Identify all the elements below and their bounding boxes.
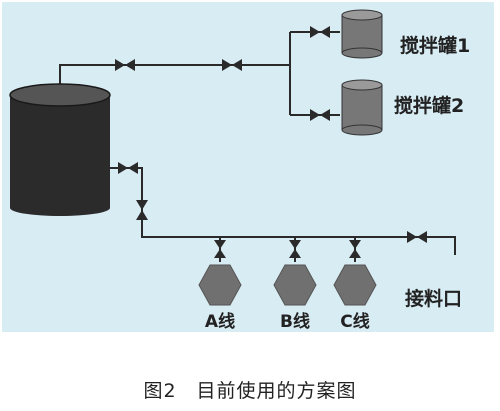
mixer-tank-1 <box>341 9 383 59</box>
valve-mixer-2 <box>310 109 330 121</box>
top-pipe <box>59 64 290 85</box>
hexagon-c <box>333 264 377 306</box>
valve-b <box>289 240 301 258</box>
hexagon-b <box>273 264 317 306</box>
line-a-label: A线 <box>205 311 235 332</box>
mixer-1-label: 搅拌罐1 <box>400 34 470 57</box>
valve-lower-1 <box>118 162 138 174</box>
line-c-label: C线 <box>340 311 369 332</box>
main-tank <box>9 83 111 216</box>
valve-a <box>214 240 226 258</box>
labels: 搅拌罐1 搅拌罐2 A线 B线 C线 接料口 <box>205 34 470 332</box>
valve-top-1 <box>115 59 135 71</box>
valve-outlet <box>407 231 427 243</box>
valves <box>115 26 427 258</box>
valve-top-2 <box>222 59 242 71</box>
process-diagram: 搅拌罐1 搅拌罐2 A线 B线 C线 接料口 <box>2 2 494 332</box>
mixer-2-label: 搅拌罐2 <box>394 94 464 117</box>
outlet-label: 接料口 <box>405 287 462 310</box>
figure-caption: 图2 目前使用的方案图 <box>143 380 357 402</box>
production-lines <box>198 264 377 306</box>
valve-mixer-1 <box>310 26 330 38</box>
line-b-label: B线 <box>280 311 310 332</box>
hexagon-a <box>198 264 242 306</box>
valve-c <box>349 240 361 258</box>
valve-vertical <box>136 200 148 220</box>
mixer-tank-2 <box>341 79 383 136</box>
